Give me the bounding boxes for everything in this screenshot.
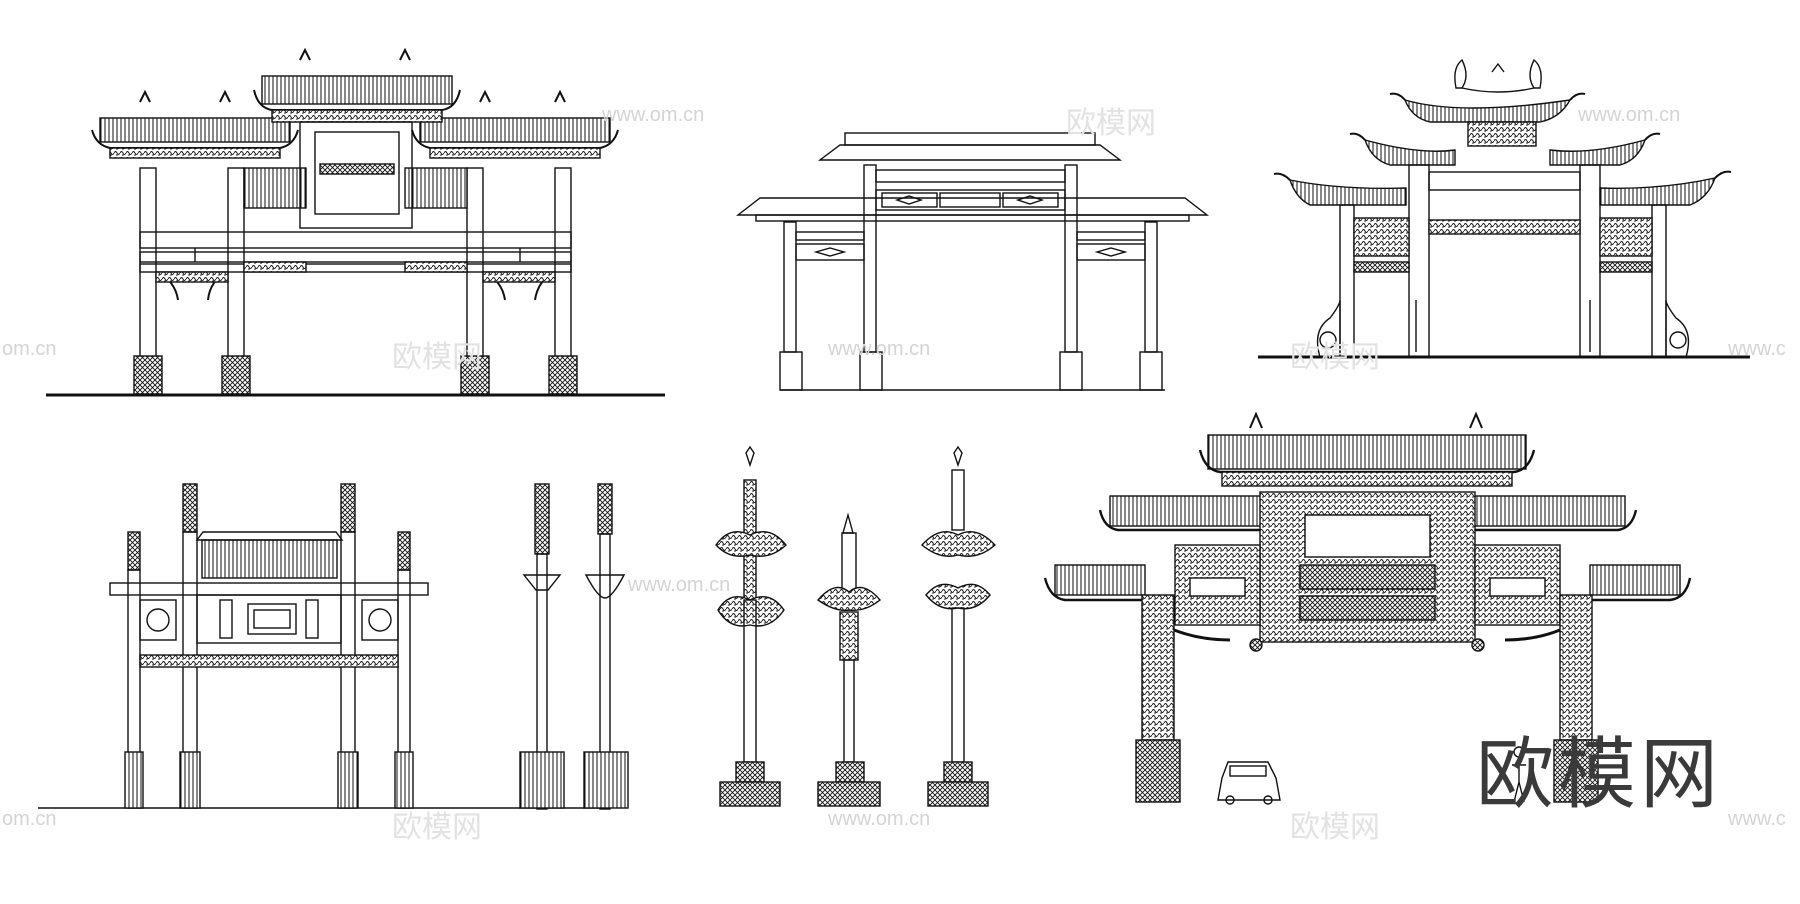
archway-elevation-upswept-roofs [1258, 58, 1750, 359]
watermark-cn-text: 欧模网 [1290, 810, 1380, 845]
brand-logo-text: 欧模网 [1476, 730, 1723, 820]
watermark-cn-text: 欧模网 [1290, 340, 1380, 375]
watermark-url-text: www.c [1728, 808, 1786, 830]
watermark-url-text: www.c [1728, 338, 1786, 360]
watermark-url-text: www.om.cn [602, 104, 705, 126]
watermark-url-text: www.om.cn [628, 574, 731, 596]
archway-elevation-four-pillar [38, 483, 600, 809]
watermark-url-text: om.cn [2, 338, 57, 360]
watermark-url-text: www.om.cn [1578, 104, 1681, 126]
archway-elevation-grand-three-tier [1043, 411, 1692, 805]
watermark-url-text: www.om.cn [828, 338, 931, 360]
archway-elevation-ornate-five-roof [46, 47, 665, 397]
pillar-side-elevations [519, 483, 629, 810]
decorative-lantern-columns [715, 445, 997, 807]
archway-elevation-simple-three-bay [735, 132, 1210, 391]
watermark-cn-text: 欧模网 [392, 340, 482, 375]
watermark-cn-text: 欧模网 [1066, 106, 1156, 141]
watermark-url-text: om.cn [2, 808, 57, 830]
watermark-cn-text: 欧模网 [392, 810, 482, 845]
watermark-url-text: www.om.cn [828, 808, 931, 830]
